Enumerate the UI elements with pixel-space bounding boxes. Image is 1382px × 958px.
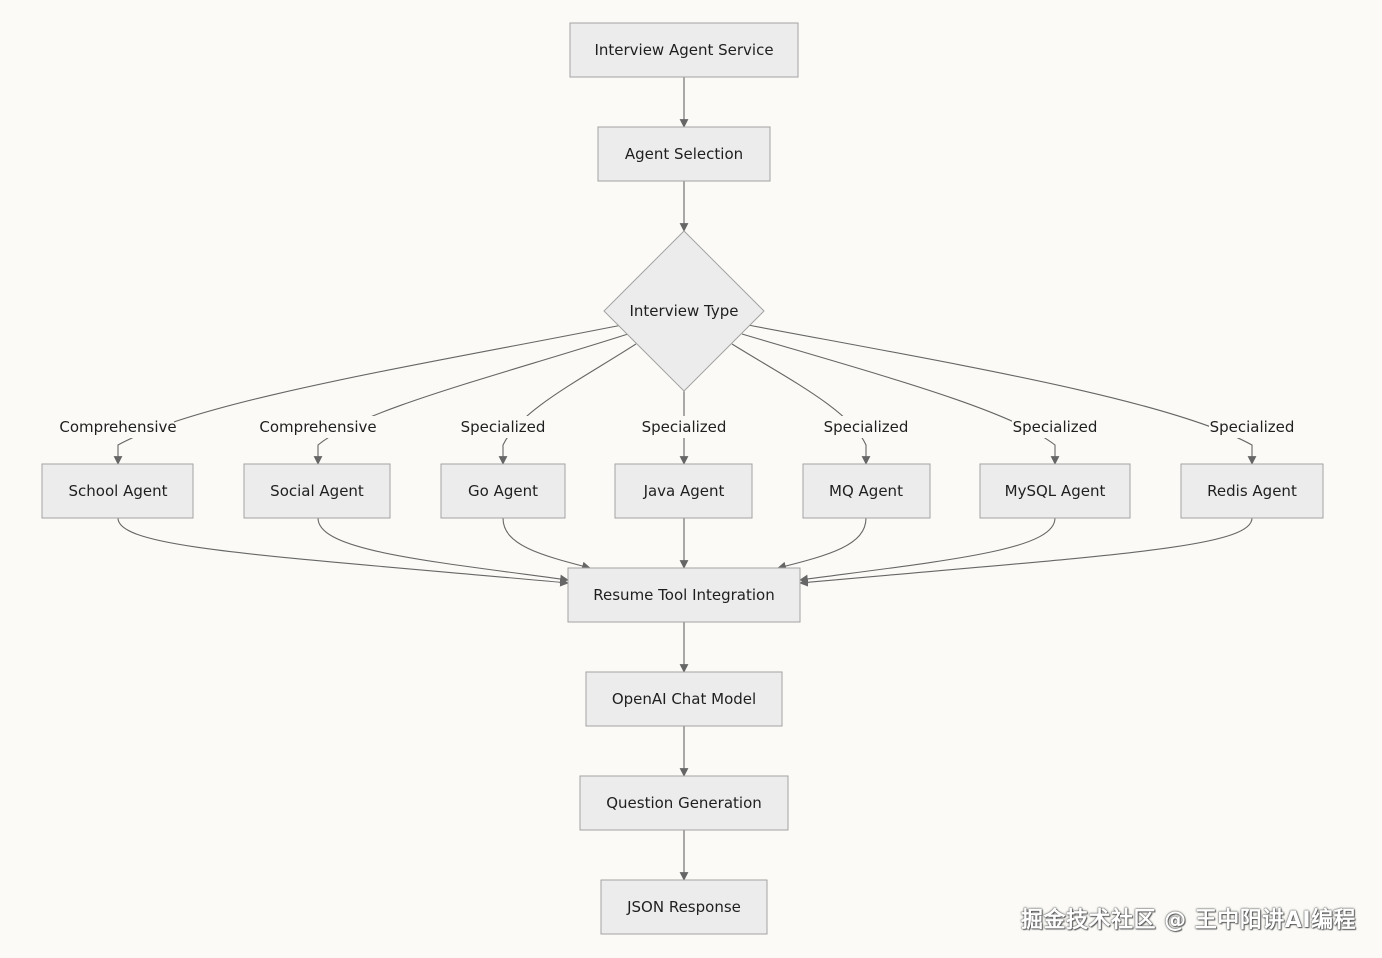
edge-type-to-redis <box>747 324 1257 465</box>
watermark: 掘金技术社区 @ 王中阳讲AI编程 <box>1020 908 1356 933</box>
node-label: Resume Tool Integration <box>593 586 774 604</box>
node-interview-agent-service[interactable]: Interview Agent Service <box>569 22 799 78</box>
edge-school-to-resume <box>117 517 569 587</box>
node-go-agent[interactable]: Go Agent <box>440 463 566 519</box>
node-interview-type-decision[interactable]: Interview Type <box>603 230 765 392</box>
node-label: OpenAI Chat Model <box>612 690 756 708</box>
edges <box>113 77 1257 881</box>
edge-type-to-school <box>113 324 623 465</box>
edge-label-mysql: Specialized <box>1013 418 1098 436</box>
node-mq-agent[interactable]: MQ Agent <box>802 463 931 519</box>
node-label: JSON Response <box>626 898 741 916</box>
edge-label-school: Comprehensive <box>59 418 176 436</box>
node-label: Interview Type <box>630 302 739 320</box>
edge-go-to-resume <box>502 517 591 571</box>
node-java-agent[interactable]: Java Agent <box>614 463 753 519</box>
node-label: Java Agent <box>643 482 725 500</box>
edge-label-java: Specialized <box>642 418 727 436</box>
node-question-generation[interactable]: Question Generation <box>579 775 789 831</box>
edge-social-to-resume <box>317 517 569 584</box>
node-mysql-agent[interactable]: MySQL Agent <box>979 463 1131 519</box>
node-label: Redis Agent <box>1207 482 1297 500</box>
node-openai-chat-model[interactable]: OpenAI Chat Model <box>585 671 783 727</box>
edge-label-mq: Specialized <box>824 418 909 436</box>
node-label: MQ Agent <box>829 482 903 500</box>
node-resume-tool-integration[interactable]: Resume Tool Integration <box>567 567 801 623</box>
edge-label-redis: Specialized <box>1210 418 1295 436</box>
edge-label-go: Specialized <box>461 418 546 436</box>
node-redis-agent[interactable]: Redis Agent <box>1180 463 1324 519</box>
node-label: Go Agent <box>468 482 538 500</box>
edge-labels: Comprehensive Comprehensive Specialized … <box>59 416 1295 438</box>
node-social-agent[interactable]: Social Agent <box>243 463 391 519</box>
edge-label-social: Comprehensive <box>259 418 376 436</box>
edge-mq-to-resume <box>777 517 867 571</box>
edge-type-to-mq <box>731 343 871 465</box>
nodes: Interview Agent Service Agent Selection … <box>41 22 1324 935</box>
node-school-agent[interactable]: School Agent <box>41 463 194 519</box>
edge-type-to-go <box>498 343 637 465</box>
node-label: Agent Selection <box>625 145 743 163</box>
node-agent-selection[interactable]: Agent Selection <box>597 126 771 182</box>
node-label: Social Agent <box>270 482 364 500</box>
edge-redis-to-resume <box>799 517 1253 587</box>
node-label: Interview Agent Service <box>594 41 773 59</box>
node-label: School Agent <box>69 482 168 500</box>
node-label: Question Generation <box>606 794 762 812</box>
node-label: MySQL Agent <box>1005 482 1106 500</box>
edge-mysql-to-resume <box>799 517 1056 584</box>
node-json-response[interactable]: JSON Response <box>600 879 768 935</box>
